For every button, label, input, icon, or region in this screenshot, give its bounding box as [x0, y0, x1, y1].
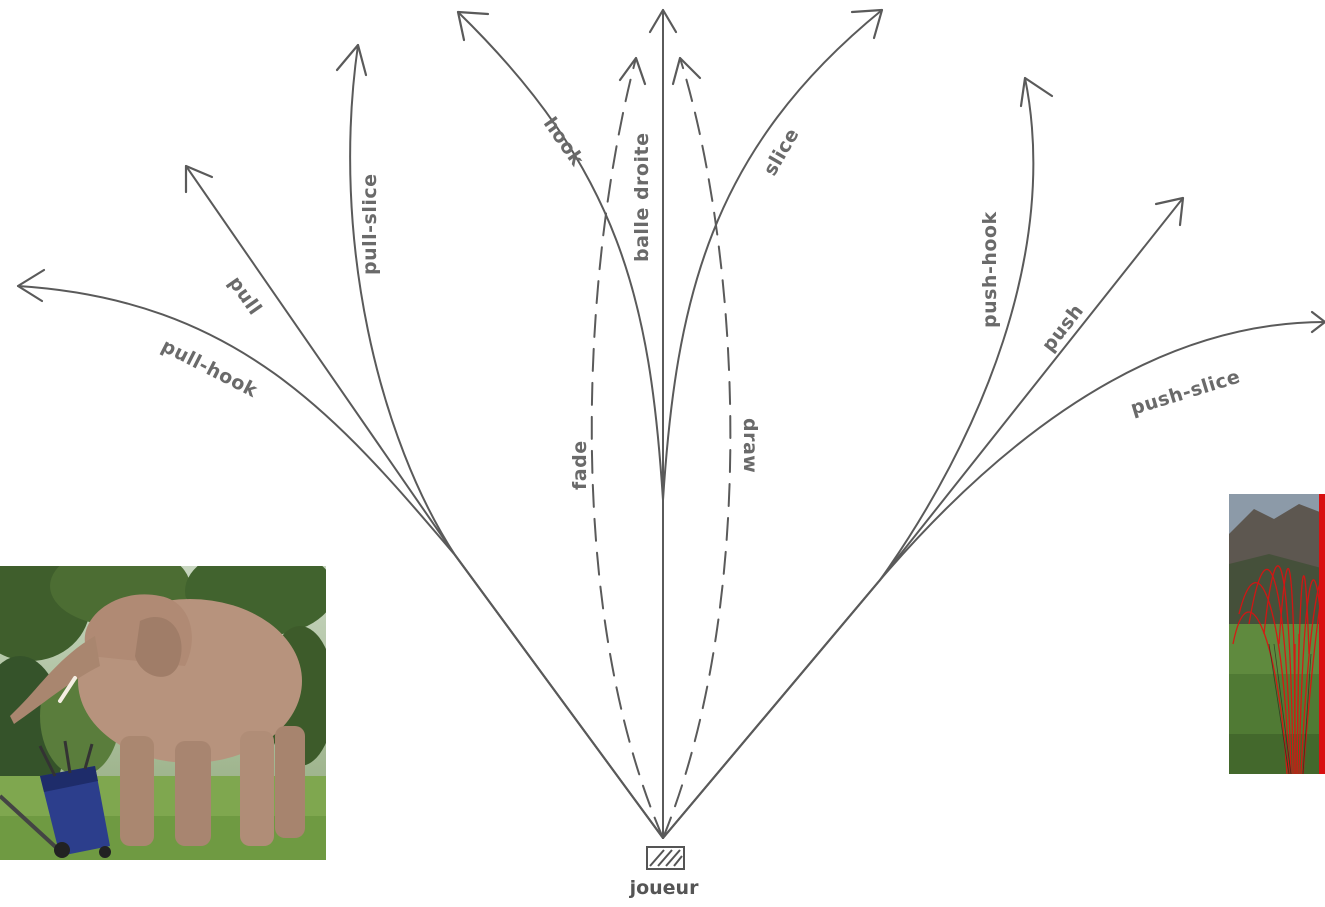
label-push-hook: push-hook [979, 211, 1001, 328]
golf-simulator-trajectories-icon [1229, 494, 1325, 774]
arrowhead-fade [620, 58, 645, 84]
elephant-with-golf-bag-icon [0, 566, 326, 860]
label-hook: hook [539, 113, 588, 170]
elephant-golf-photo [0, 566, 326, 860]
player-marker-icon [647, 847, 684, 869]
trajectory-pull-slice [350, 45, 663, 838]
label-push-slice: push-slice [1128, 366, 1243, 420]
trajectory-push-slice [663, 322, 1325, 838]
label-pull-slice: pull-slice [359, 173, 381, 275]
label-fade: fade [569, 440, 591, 490]
arrowhead-pull-slice [337, 45, 366, 75]
trajectory-push [663, 198, 1183, 838]
golf-simulator-screenshot [1229, 494, 1325, 774]
label-pull-hook: pull-hook [158, 335, 261, 402]
trajectory-slice [663, 10, 882, 838]
player-label: joueur [629, 877, 700, 899]
label-pull: pull [224, 272, 266, 319]
label-balle-droite: balle droite [631, 133, 653, 262]
trajectory-draw [663, 58, 730, 838]
label-draw: draw [739, 418, 761, 473]
